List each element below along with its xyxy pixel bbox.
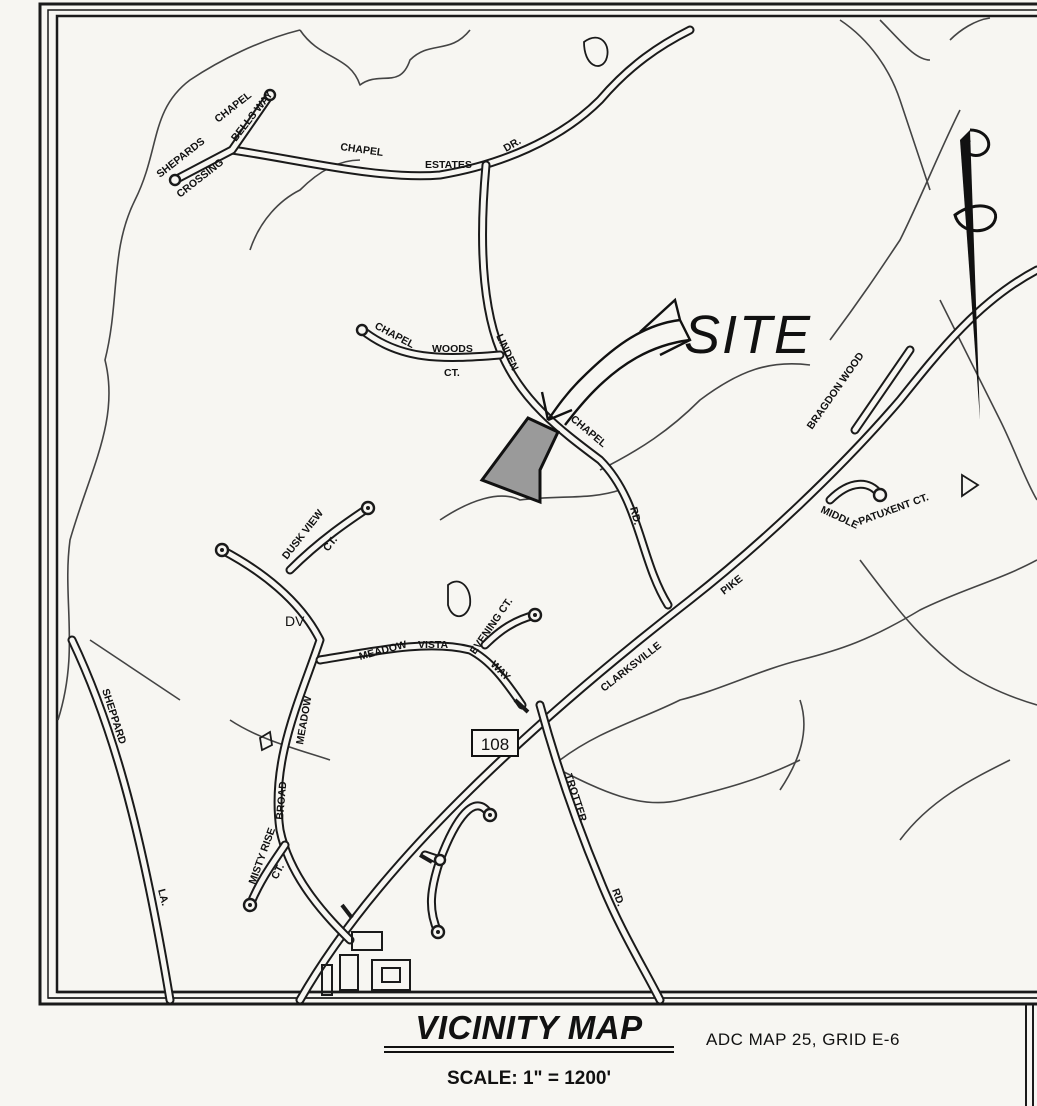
ponds bbox=[259, 36, 980, 752]
label-chapel-estates: CHAPEL bbox=[340, 141, 385, 159]
route-108-shield: 108 bbox=[471, 729, 519, 757]
cul-de-sacs bbox=[168, 88, 888, 940]
route-number: 108 bbox=[481, 735, 509, 754]
road-intersection-marks bbox=[340, 698, 530, 920]
site-label: SITE bbox=[684, 305, 812, 365]
trotter-road bbox=[535, 700, 665, 1005]
label-woods-ct: CT. bbox=[444, 367, 460, 379]
label-chapel-rd-rd: RD. bbox=[627, 506, 643, 527]
label-broad: BROAD bbox=[274, 780, 289, 820]
site-arrow-icon bbox=[540, 297, 692, 426]
label-dv: DV bbox=[285, 613, 305, 629]
map-border bbox=[38, 2, 1037, 1006]
clarksville-pike-road bbox=[295, 265, 1037, 1005]
label-middle: MIDDLE bbox=[819, 504, 861, 532]
north-arrow-icon bbox=[953, 128, 998, 420]
map-scale: SCALE: 1" = 1200' bbox=[446, 1068, 611, 1089]
chapel-estates-road bbox=[227, 25, 695, 181]
adc-map-reference: ADC MAP 25, GRID E-6 bbox=[706, 1030, 900, 1049]
label-estates: ESTATES bbox=[425, 159, 472, 171]
site-parcel bbox=[479, 416, 561, 505]
streams bbox=[57, 17, 1037, 841]
label-sheppard-la: LA. bbox=[155, 888, 171, 908]
label-woods: WOODS bbox=[432, 343, 473, 355]
vicinity-map-title: VICINITY MAP bbox=[384, 1010, 674, 1053]
label-patuxent-ct: PATUXENT CT. bbox=[857, 491, 930, 528]
footer-border bbox=[1025, 1004, 1034, 1106]
label-trotter-rd: RD. bbox=[609, 887, 626, 908]
buildings bbox=[321, 931, 411, 996]
label-meadow-vista: MEADOW bbox=[358, 639, 409, 663]
label-vista: VISTA bbox=[418, 639, 449, 651]
sheppard-lane-road bbox=[67, 635, 175, 1005]
